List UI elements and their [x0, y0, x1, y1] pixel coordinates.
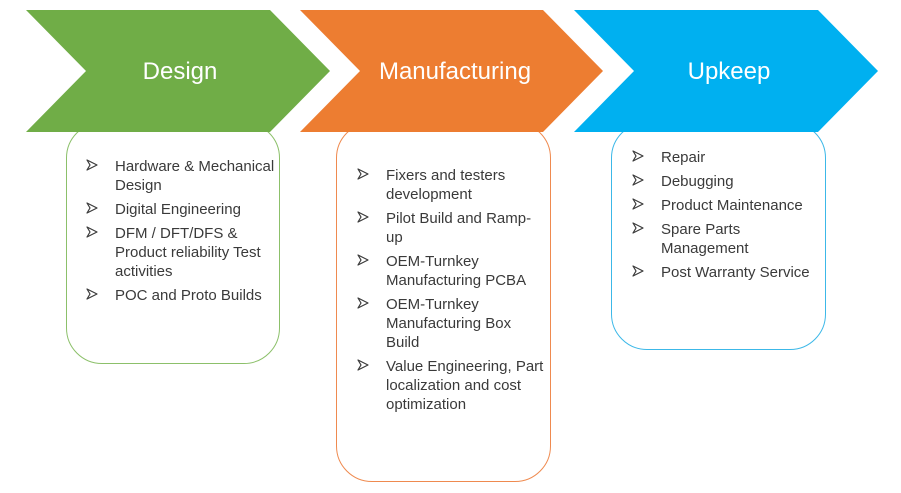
list-item: Value Engineering, Part localization and…	[356, 357, 546, 414]
upkeep-content-box	[611, 122, 826, 350]
list-item: Fixers and testers development	[356, 166, 546, 204]
manufacturing-item-list: Fixers and testers development Pilot Bui…	[356, 166, 546, 419]
list-item-text: Post Warranty Service	[661, 264, 810, 281]
list-item: DFM / DFT/DFS & Product reliability Test…	[85, 224, 275, 281]
list-item-text: Pilot Build and Ramp-up	[386, 210, 532, 246]
arrowhead-bullet-icon	[357, 211, 369, 223]
list-item-text: Product Maintenance	[661, 197, 803, 214]
list-item-text: Hardware & Mechanical Design	[115, 158, 275, 194]
arrowhead-bullet-icon	[86, 202, 98, 214]
list-item-text: OEM-Turnkey Manufacturing PCBA	[386, 253, 527, 289]
design-content-box	[66, 122, 280, 364]
list-item: Pilot Build and Ramp-up	[356, 209, 546, 247]
list-item-text: Repair	[661, 149, 706, 166]
arrowhead-bullet-icon	[357, 254, 369, 266]
list-item: OEM-Turnkey Manufacturing Box Build	[356, 295, 546, 352]
list-item: Product Maintenance	[631, 196, 821, 215]
list-item: Spare Parts Management	[631, 220, 821, 258]
arrowhead-bullet-icon	[357, 297, 369, 309]
design-item-list: Hardware & Mechanical Design Digital Eng…	[85, 157, 275, 310]
manufacturing-content-box	[336, 122, 551, 482]
arrowhead-bullet-icon	[357, 359, 369, 371]
arrowhead-bullet-icon	[632, 174, 644, 186]
manufacturing-chevron	[300, 10, 603, 132]
list-item-text: Fixers and testers development	[386, 167, 506, 203]
list-item: Post Warranty Service	[631, 263, 821, 282]
list-item-text: Debugging	[661, 173, 734, 190]
list-item-text: Value Engineering, Part localization and…	[386, 358, 544, 413]
arrowhead-bullet-icon	[632, 265, 644, 277]
upkeep-stage-title: Upkeep	[688, 58, 771, 85]
upkeep-item-list: Repair Debugging Product Maintenance Spa…	[631, 148, 821, 287]
arrowhead-bullet-icon	[632, 150, 644, 162]
manufacturing-stage-title: Manufacturing	[379, 58, 531, 85]
list-item-text: DFM / DFT/DFS & Product reliability Test…	[115, 225, 261, 280]
list-item-text: OEM-Turnkey Manufacturing Box Build	[386, 296, 512, 351]
design-stage-title: Design	[143, 58, 218, 85]
arrowhead-bullet-icon	[86, 226, 98, 238]
arrowhead-bullet-icon	[632, 198, 644, 210]
arrowhead-bullet-icon	[86, 288, 98, 300]
list-item-text: Digital Engineering	[115, 201, 241, 218]
list-item-text: POC and Proto Builds	[115, 287, 262, 304]
list-item: Hardware & Mechanical Design	[85, 157, 275, 195]
list-item: Debugging	[631, 172, 821, 191]
design-chevron	[26, 10, 330, 132]
list-item: Digital Engineering	[85, 200, 275, 219]
arrowhead-bullet-icon	[86, 159, 98, 171]
list-item-text: Spare Parts Management	[661, 221, 749, 257]
arrowhead-bullet-icon	[632, 222, 644, 234]
arrowhead-bullet-icon	[357, 168, 369, 180]
upkeep-chevron	[574, 10, 878, 132]
list-item: Repair	[631, 148, 821, 167]
list-item: OEM-Turnkey Manufacturing PCBA	[356, 252, 546, 290]
list-item: POC and Proto Builds	[85, 286, 275, 305]
